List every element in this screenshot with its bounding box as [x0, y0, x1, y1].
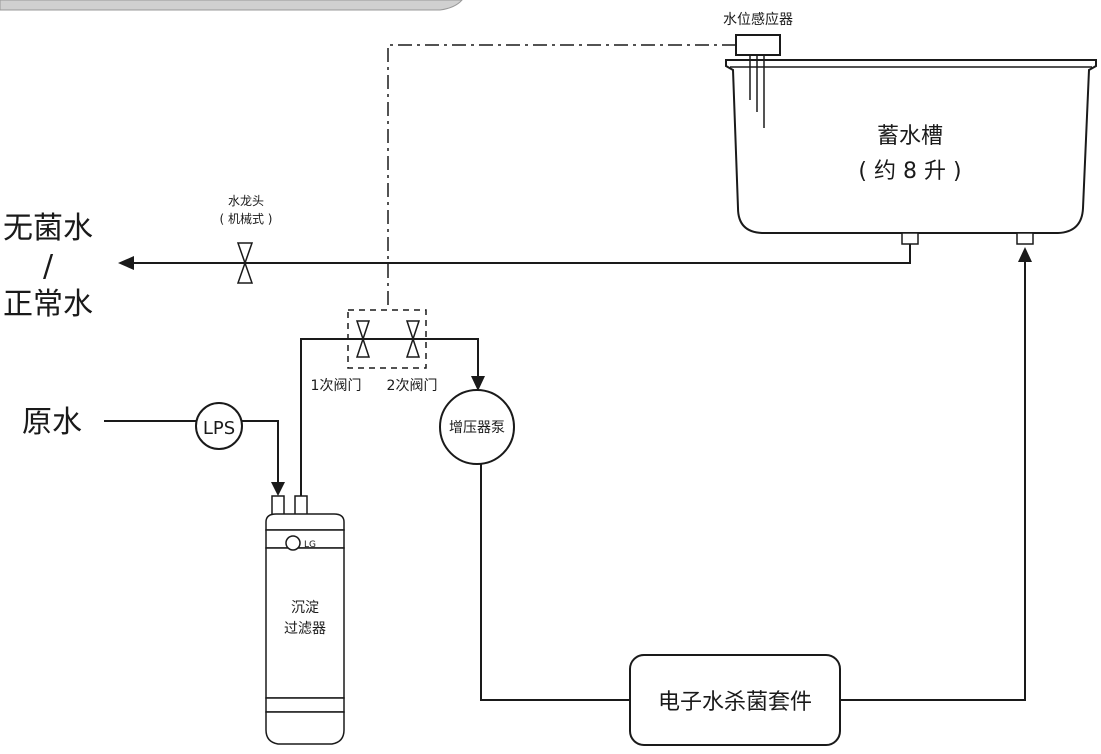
faucet-type-label: ( 机械式 )	[220, 211, 273, 226]
filter-inlet-pipe	[242, 420, 279, 482]
pump-label: 增压器泵	[449, 420, 505, 436]
valve-2-icon	[405, 320, 421, 358]
sterilizer-label: 电子水杀菌套件	[658, 690, 812, 715]
pump-to-sterilizer-pipe	[480, 464, 630, 701]
storage-tank	[725, 59, 1097, 234]
raw-water-label: 原水	[22, 405, 82, 440]
tank-outlet-fitting	[901, 232, 919, 245]
booster-pump	[439, 389, 515, 465]
filter-label-line1: 沉淀	[291, 600, 319, 616]
pump-inlet-arrow-icon	[471, 376, 485, 391]
water-level-sensor	[735, 34, 781, 128]
faucet-valve-icon	[236, 242, 254, 284]
filter-inlet-arrow-icon	[271, 482, 285, 496]
sterilizer-to-tank-pipe	[840, 262, 1026, 701]
outlet-label-sterile: 无菌水	[3, 211, 93, 246]
lps-label: LPS	[203, 418, 235, 439]
header-panel-edge	[0, 0, 463, 11]
filter-label-line2: 过滤器	[284, 621, 326, 637]
lps-switch	[195, 402, 243, 450]
sediment-filter	[265, 495, 345, 745]
outlet-label-separator: /	[43, 249, 54, 284]
valve-1-label: 1次阀门	[311, 378, 362, 394]
outlet-label-normal: 正常水	[3, 287, 93, 322]
tank-capacity-label: ( 约 8 升 )	[858, 159, 961, 184]
filter-logo-text: LG	[304, 540, 316, 550]
valve-2-label: 2次阀门	[387, 378, 438, 394]
tank-inlet-fitting	[1016, 232, 1034, 245]
sensor-label: 水位感应器	[723, 11, 793, 28]
valve-1-icon	[355, 320, 371, 358]
outlet-pipe	[132, 244, 911, 264]
tank-inlet-arrow-icon	[1018, 247, 1032, 262]
sensor-signal-line	[387, 44, 736, 310]
outlet-arrow-icon	[118, 256, 134, 270]
filter-logo-icon	[285, 535, 301, 551]
faucet-label: 水龙头	[228, 194, 264, 208]
tank-label: 蓄水槽	[877, 124, 943, 149]
valve-line-pipe	[300, 338, 479, 496]
